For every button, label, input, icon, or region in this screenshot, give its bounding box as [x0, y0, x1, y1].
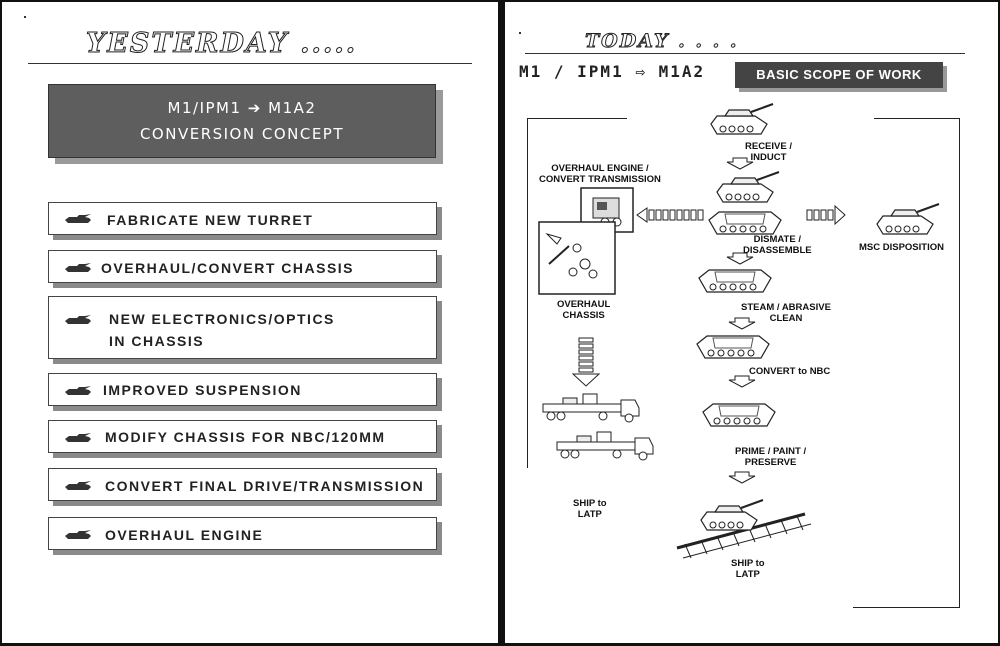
- tank-icon: [876, 203, 940, 235]
- frame-line: [959, 118, 960, 608]
- tank-hull-icon: [698, 269, 772, 293]
- caption-line: CHASSIS: [562, 310, 605, 321]
- caption-line: LATP: [577, 509, 602, 520]
- truck-icon: [542, 393, 640, 423]
- tank-icon: [65, 433, 91, 442]
- tank-hull-icon: [696, 335, 770, 359]
- tank-icon: [65, 481, 91, 490]
- tank-icon: [65, 530, 91, 539]
- frame-line: [853, 607, 960, 608]
- banner-line2: CONVERSION CONCEPT: [139, 125, 345, 143]
- rail-car-icon: [676, 499, 812, 559]
- caption-msc: MSC DISPOSITION: [859, 242, 944, 253]
- item-label: OVERHAUL ENGINE: [105, 527, 264, 543]
- item-label-line2: IN CHASSIS: [109, 333, 205, 349]
- list-item: FABRICATE NEW TURRET: [48, 202, 437, 235]
- process-diagram: [538, 103, 940, 559]
- caption-ship-center: SHIP to LATP: [731, 558, 765, 580]
- caption-ship-left: SHIP to LATP: [573, 498, 607, 520]
- arrow-left-icon: [636, 207, 704, 223]
- caption-line: CLEAN: [769, 313, 803, 324]
- caption-line: LATP: [735, 569, 760, 580]
- list-item: NEW ELECTRONICS/OPTICS IN CHASSIS: [48, 296, 437, 359]
- today-page: TODAY . . . . M1 / IPM1 ⇨ M1A2 BASIC SCO…: [505, 2, 998, 643]
- caption-line: SHIP to: [731, 558, 765, 569]
- caption-steam: STEAM / ABRASIVE CLEAN: [741, 302, 831, 324]
- frame-line: [527, 118, 627, 119]
- item-label: CONVERT FINAL DRIVE/TRANSMISSION: [105, 478, 425, 494]
- item-label: FABRICATE NEW TURRET: [107, 212, 314, 228]
- yesterday-title: YESTERDAY .....: [85, 28, 358, 60]
- item-label: NEW ELECTRONICS/OPTICS: [109, 311, 335, 327]
- list-item: IMPROVED SUSPENSION: [48, 373, 437, 406]
- caption-dismate: DISMATE / DISASSEMBLE: [743, 234, 812, 256]
- caption-convert: CONVERT to NBC: [749, 366, 830, 377]
- caption-line: MSC DISPOSITION: [859, 242, 944, 253]
- scope-of-work-banner: BASIC SCOPE OF WORK: [735, 62, 943, 88]
- today-title: TODAY . . . .: [584, 30, 739, 53]
- arrow-down-icon: [571, 337, 601, 387]
- caption-overhaul-chassis: OVERHAUL CHASSIS: [557, 299, 610, 321]
- caption-line: DISMATE /: [753, 234, 801, 245]
- caption-line: RECEIVE /: [745, 141, 792, 152]
- tank-icon: [710, 103, 774, 135]
- list-item: CONVERT FINAL DRIVE/TRANSMISSION: [48, 468, 437, 501]
- list-item: OVERHAUL ENGINE: [48, 517, 437, 550]
- frame-line: [527, 118, 528, 468]
- caption-line: INDUCT: [750, 152, 787, 163]
- caption-overhaul-engine: OVERHAUL ENGINE / CONVERT TRANSMISSION: [539, 163, 661, 185]
- tank-icon: [65, 263, 91, 272]
- item-label: IMPROVED SUSPENSION: [103, 382, 302, 398]
- tank-hull-icon: [708, 211, 782, 235]
- caption-line: DISASSEMBLE: [743, 245, 812, 256]
- suspension-parts-icon: [538, 221, 616, 295]
- caption-line: CONVERT TRANSMISSION: [539, 174, 661, 185]
- conversion-concept-banner: M1/IPM1 ➔ M1A2 CONVERSION CONCEPT: [48, 84, 436, 158]
- speck: [24, 16, 26, 18]
- caption-line: PRESERVE: [744, 457, 797, 468]
- tank-icon: [65, 386, 91, 395]
- truck-icon: [556, 431, 654, 461]
- speck: [519, 32, 521, 34]
- caption-line: STEAM / ABRASIVE: [741, 302, 831, 313]
- caption-line: PRIME / PAINT /: [735, 446, 807, 457]
- yesterday-page: YESTERDAY ..... M1/IPM1 ➔ M1A2 CONVERSIO…: [2, 2, 498, 643]
- tank-icon: [716, 171, 780, 203]
- caption-line: SHIP to: [573, 498, 607, 509]
- header-rule: [28, 63, 472, 64]
- list-item: OVERHAUL/CONVERT CHASSIS: [48, 250, 437, 283]
- arrow-right-icon: [806, 204, 846, 226]
- caption-line: OVERHAUL: [557, 299, 611, 310]
- caption-line: OVERHAUL ENGINE /: [551, 163, 649, 174]
- caption-line: CONVERT to NBC: [749, 366, 831, 377]
- tank-hull-icon: [702, 403, 776, 427]
- item-label: OVERHAUL/CONVERT CHASSIS: [101, 260, 355, 276]
- tank-icon: [65, 315, 91, 324]
- item-label: MODIFY CHASSIS FOR NBC/120MM: [105, 429, 386, 445]
- caption-receive: RECEIVE / INDUCT: [745, 141, 792, 163]
- list-item: MODIFY CHASSIS FOR NBC/120MM: [48, 420, 437, 453]
- header-rule: [525, 53, 965, 54]
- banner-line1: M1/IPM1 ➔ M1A2: [167, 99, 317, 117]
- conversion-subtitle: M1 / IPM1 ⇨ M1A2: [519, 62, 706, 81]
- frame-line: [874, 118, 960, 119]
- caption-prime: PRIME / PAINT / PRESERVE: [735, 446, 806, 468]
- tank-icon: [65, 214, 91, 223]
